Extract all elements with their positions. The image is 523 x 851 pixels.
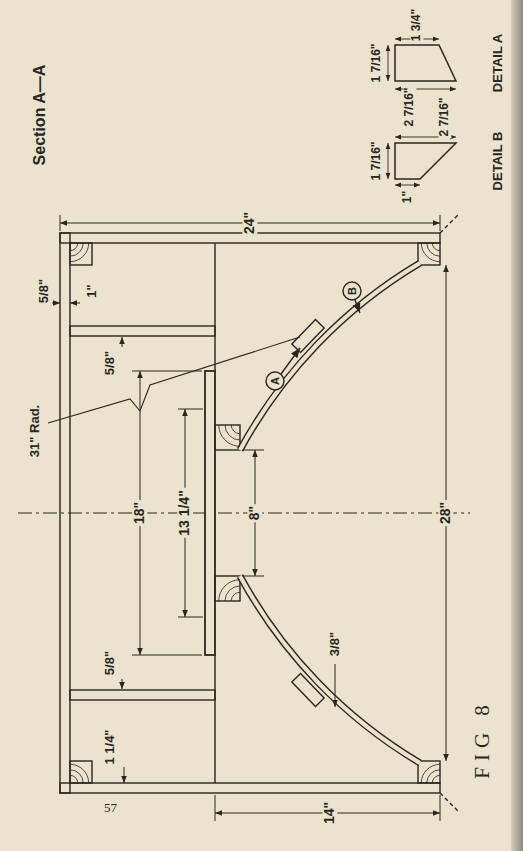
dimension-label: 8" <box>247 504 262 522</box>
callout-letter: B <box>346 285 358 297</box>
detail-title: DETAIL B <box>491 130 505 193</box>
wood-grain <box>225 425 240 440</box>
corner-block <box>70 243 92 265</box>
horn-wall <box>240 576 420 763</box>
wood-grain <box>421 243 440 262</box>
dimension-label: 2 7/16" <box>438 95 451 138</box>
shelf <box>214 655 215 783</box>
corner-cut <box>440 793 458 811</box>
corner-block <box>418 243 440 265</box>
wood-grain <box>70 243 89 262</box>
left-wall <box>60 783 440 793</box>
detail-title: DETAIL A <box>491 32 505 94</box>
radius-leader <box>48 337 300 423</box>
dimension-label: 2 7/16" <box>403 85 416 128</box>
wood-grain <box>225 586 240 601</box>
dimension-label: 1 3/4" <box>410 7 423 43</box>
dimension-arrow <box>122 679 123 689</box>
wood-grain <box>432 243 440 251</box>
figure-caption: FIG 8 <box>470 699 495 779</box>
callout-circle <box>343 282 361 300</box>
dimension-label: 5/8" <box>103 649 117 677</box>
dimension-line <box>395 185 420 186</box>
callout-circle <box>266 372 284 390</box>
dimension-label: 5/8" <box>103 349 117 377</box>
wood-grain <box>219 425 240 446</box>
leader-line <box>335 664 336 707</box>
dimension-label: 14" <box>322 800 337 826</box>
dimension-label: 1" <box>85 282 99 299</box>
throat-block <box>215 425 240 450</box>
dimension-label: 24" <box>242 210 257 236</box>
section-title: Section A—A <box>31 62 49 169</box>
page-number: 57 <box>104 800 117 816</box>
extension-line <box>132 655 202 656</box>
horn-wall-core <box>240 263 420 450</box>
wood-grain <box>70 243 78 251</box>
detail-a-profile <box>395 45 456 81</box>
dimension-label: 1 7/16" <box>370 41 383 84</box>
extension-line <box>178 617 203 618</box>
dimension-arrow <box>70 303 80 304</box>
detail-b-profile <box>395 143 456 179</box>
extension-line <box>178 409 203 410</box>
motor-board <box>205 371 215 655</box>
callout-leader <box>355 300 360 313</box>
partition <box>70 326 215 336</box>
extension-line <box>440 795 441 821</box>
callout-leader <box>281 348 300 374</box>
extension-line <box>440 215 441 231</box>
extension-line <box>242 450 264 451</box>
dimension-label: 13 1/4" <box>177 488 192 538</box>
brace-block <box>292 674 324 707</box>
wood-grain <box>432 775 440 783</box>
partition <box>70 690 215 700</box>
brace-block <box>292 320 324 353</box>
radius-label: 31" Rad. <box>28 403 42 459</box>
corner-block <box>418 761 440 783</box>
extension-line <box>132 371 202 372</box>
dimension-label: 1 7/16" <box>370 139 383 182</box>
wood-grain <box>231 592 240 601</box>
dimension-line <box>388 143 389 179</box>
center-line <box>18 513 470 514</box>
corner-block <box>70 761 92 783</box>
dimension-label: 1" <box>401 189 414 205</box>
dimension-label: 3/8" <box>328 630 342 658</box>
dimension-label: 28" <box>438 500 453 526</box>
extension-line <box>215 795 216 821</box>
corner-cut <box>440 215 458 233</box>
page-binding-shadow <box>511 0 523 851</box>
shelf <box>214 243 215 371</box>
dimension-arrow <box>122 337 123 347</box>
extension-line <box>242 576 264 577</box>
dimension-arrow <box>124 767 125 783</box>
dimension-line <box>388 45 389 81</box>
wood-grain <box>231 425 240 434</box>
wood-grain <box>70 770 83 783</box>
horn-wall <box>240 263 420 450</box>
callout-letter: A <box>269 375 281 387</box>
horn-wall-core <box>240 576 420 763</box>
extension-line <box>60 215 61 231</box>
wood-grain <box>427 243 440 256</box>
throat-block <box>215 576 240 601</box>
dimension-arrow <box>52 303 60 304</box>
wood-grain <box>70 775 78 783</box>
wood-grain <box>427 770 440 783</box>
wood-grain <box>219 580 240 601</box>
wood-grain <box>421 764 440 783</box>
dimension-label: 18" <box>132 500 147 526</box>
wood-grain <box>70 764 89 783</box>
top-wall <box>60 233 70 793</box>
dimension-label: 1 1/4" <box>103 727 117 766</box>
wood-grain <box>70 243 83 256</box>
dimension-label: 5/8" <box>37 277 51 305</box>
